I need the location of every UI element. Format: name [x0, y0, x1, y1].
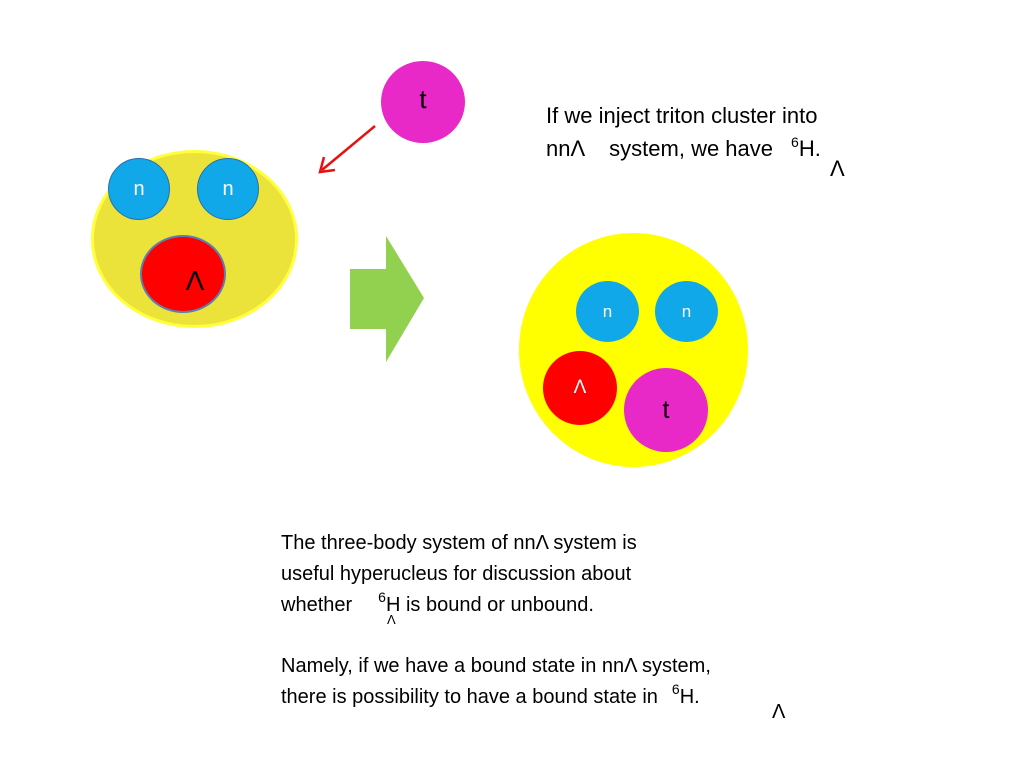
- para2-tail: H.: [679, 686, 700, 708]
- right-lambda: Λ: [543, 351, 617, 425]
- left-neutron-2-label: n: [222, 177, 234, 200]
- para1-sup: 6: [378, 589, 386, 605]
- left-neutron-2: n: [197, 158, 259, 220]
- left-neutron-1: n: [108, 158, 170, 220]
- right-lambda-label: Λ: [573, 377, 587, 398]
- para2-line2: there is possibility to have a bound sta…: [281, 681, 700, 714]
- para1-whether: whether: [281, 594, 353, 616]
- triton-circle: t: [381, 61, 465, 143]
- para1-line1: The three-body system of nnΛ system is: [281, 532, 637, 554]
- right-triton-label: t: [662, 395, 670, 424]
- top-text-line2: nnΛ system, we have 6H.: [546, 134, 821, 166]
- top-text-tail: H.: [798, 136, 821, 161]
- triton-label: t: [419, 83, 427, 114]
- para1-tail: H is bound or unbound.: [385, 594, 594, 616]
- right-neutron-2: n: [655, 281, 718, 342]
- para2-text: there is possibility to have a bound sta…: [281, 686, 658, 708]
- right-neutron-2-label: n: [681, 301, 692, 321]
- para1-sub: Λ: [387, 612, 396, 627]
- para1-line2: useful hyperucleus for discussion about: [281, 563, 632, 585]
- para1-line3: whether 6H is bound or unbound.: [281, 589, 594, 622]
- right-triton: t: [624, 368, 708, 452]
- para2-sub: Λ: [772, 701, 786, 723]
- right-neutron-1-label: n: [602, 301, 613, 321]
- transition-arrow-icon: [350, 236, 424, 362]
- left-neutron-1-label: n: [133, 177, 145, 200]
- left-lambda-label: Λ: [185, 265, 205, 296]
- para2-sup: 6: [671, 681, 680, 697]
- top-text-sup: 6: [791, 134, 799, 150]
- para2-line1: Namely, if we have a bound state in nnΛ …: [281, 655, 711, 677]
- top-text-line1: If we inject triton cluster into: [546, 103, 818, 128]
- injection-arrow: [318, 125, 376, 174]
- top-text-sub: Λ: [830, 156, 845, 181]
- top-text-nnl: nnΛ: [546, 136, 586, 161]
- top-text-system: system, we have: [609, 136, 774, 161]
- left-lambda: Λ: [140, 235, 226, 313]
- right-neutron-1: n: [576, 281, 639, 342]
